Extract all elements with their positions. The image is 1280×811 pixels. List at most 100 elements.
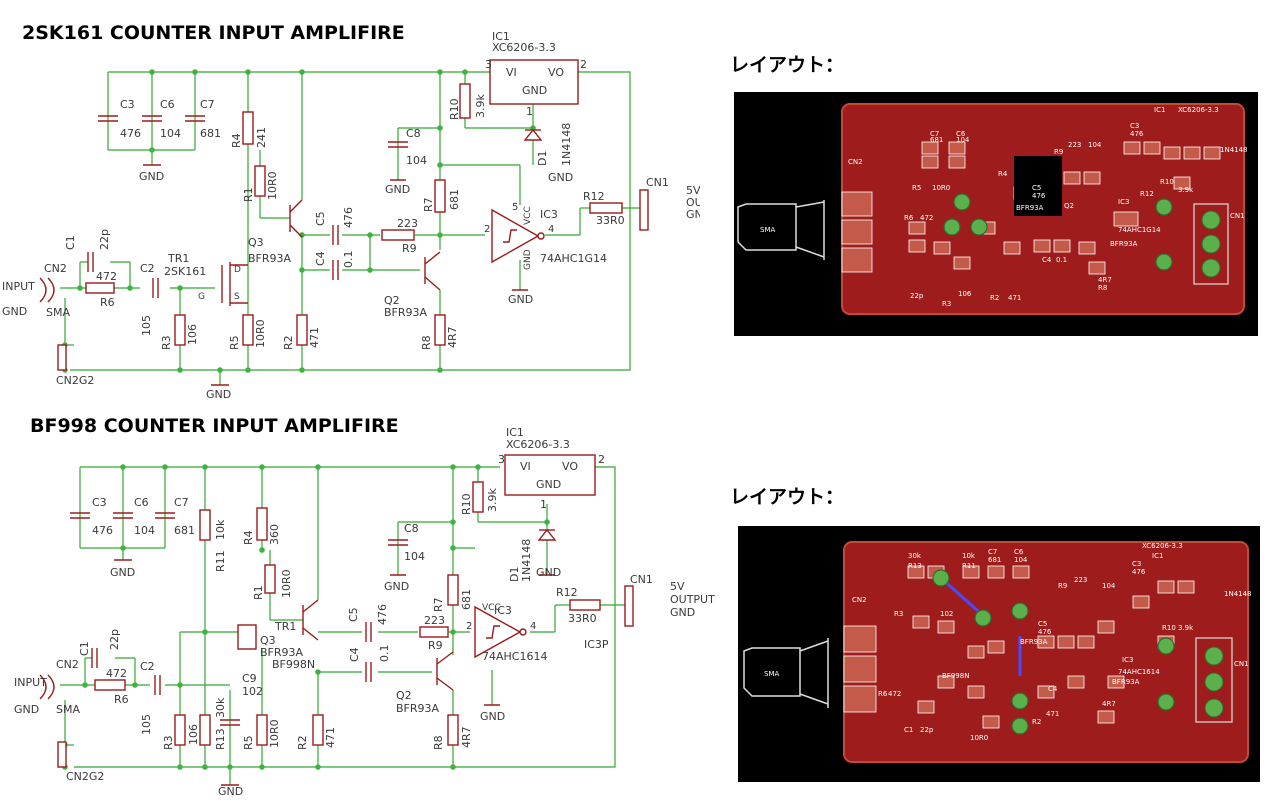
top-label-gnd5: GND [206,388,231,400]
top-label-r8: R8 [420,335,433,350]
top-pcb-label-d1v: 1N4148 [1220,146,1248,154]
bottom-label-ic1-gnd: GND [536,478,561,491]
bottom-label-c3: C3 [92,496,107,509]
bottom-pcb-cn1 [1195,637,1233,723]
bottom-junctions [62,464,550,770]
top-pcb-label-q2: Q2 [1064,202,1074,210]
bottom-pcb-vias [932,569,1175,735]
top-pcb-label-ic3-part: 74AHC1G14 [1118,226,1161,234]
top-label-r7: R7 [422,197,435,212]
bottom-label-r8v: 4R7 [460,726,473,748]
bottom-label-c9v: 102 [242,685,263,698]
bottom-label-ic1-part: XC6206-3.3 [506,438,570,451]
bottom-pcb-label-c5: C5 [1038,620,1047,628]
top-label-r9v: 223 [397,217,418,230]
top-layout-label: レイアウト： [730,54,845,76]
bottom-pcb-layout: XC6206-3.3 IC1 30k R13 10k R11 C7 681 C6… [738,526,1260,782]
top-pcb-label-r2: R2 [990,294,999,302]
bottom-pcb-label-ic3-part: 74AHC1614 [1118,668,1160,676]
bottom-gnd-symbols [114,559,555,786]
bottom-label-output: OUTPUT [670,593,715,606]
top-pcb-label-ic3: IC3 [1118,198,1129,206]
bottom-pcb-label-c5v: 476 [1038,628,1052,636]
bottom-label-q2v: BFR93A [396,702,440,715]
bottom-label-r13v: 30k [214,697,227,718]
top-pcb-vias [943,193,1173,271]
top-label-r5v: 10R0 [254,319,267,348]
bottom-layout-label: レイアウト： [730,486,845,508]
top-pcb-label-c3v: 476 [1130,130,1144,138]
top-label-r3: R3 [160,335,173,350]
top-label-r12: R12 [583,190,605,203]
bottom-pcb-label-c1v: 22p [920,726,934,734]
bottom-label-input: INPUT [14,676,47,689]
bottom-label-ic1: IC1 [506,426,524,439]
bottom-label-q3: Q3 [260,634,276,647]
top-label-c6v: 104 [160,127,181,140]
bottom-pcb-label-r8v: 4R7 [1102,700,1116,708]
top-pcb-label-c7v: 681 [930,136,943,144]
bottom-pcb-label-q3v: BFR93A [1112,678,1140,686]
bottom-pcb-label-r5v: 10R0 [970,734,988,742]
bottom-label-tr1v: BF998N [272,658,315,671]
top-label-d: D [234,265,241,275]
top-label-d1: D1 [536,151,549,166]
top-label-r12v: 33R0 [596,214,625,227]
top-schematic: IC1 XC6206-3.3 VI VO GND 3 2 1 C3 476 C6… [2,30,700,400]
top-label-d1v: 1N4148 [560,123,573,166]
bottom-pcb-label-r3: R3 [894,610,903,618]
top-label-sma: SMA [46,306,70,319]
top-pcb-label-r5v: 10R0 [932,184,950,192]
top-label-pin1: 1 [526,105,533,118]
bottom-pcb-pads [843,565,1195,729]
bottom-pcb-label-r10: R10 [1162,624,1176,632]
bottom-label-r11v: 10k [214,519,227,540]
bottom-pcb-label-c4: C4 [1048,685,1058,693]
bottom-label-c6v: 104 [134,524,155,537]
top-pcb-label-r3: R3 [942,300,951,308]
top-pcb-label-ic1: IC1 [1154,106,1165,114]
top-label-p2: 2 [484,224,490,235]
bottom-label-c2: C2 [140,660,155,673]
top-label-q3: Q3 [248,236,264,249]
top-label-g: G [198,292,205,302]
bottom-label-gnd1: GND [110,566,135,579]
top-pcb-label-c6: C6 [956,130,966,138]
bottom-label-r7v: 681 [460,589,473,610]
bottom-label-r13: R13 [214,728,227,750]
bottom-label-d1v: 1N4148 [520,539,533,582]
top-label-ic3-part: 74AHC1G14 [540,252,607,265]
bottom-label-pin1: 1 [540,498,547,511]
top-pcb-label-r4: R4 [998,170,1008,178]
bottom-pcb-label-ic1-part: XC6206-3.3 [1142,542,1183,550]
top-label-q3v: BFR93A [248,252,292,265]
top-label-ic3: IC3 [540,208,558,221]
bottom-pcb-label-c7v: 681 [988,556,1001,564]
top-label-r2: R2 [282,335,295,350]
top-label-c7: C7 [200,98,215,111]
top-pcb-label-r6: R6 [904,214,914,222]
bottom-label-p4: 4 [530,621,536,632]
bottom-pcb-label-r9v: 223 [1074,576,1087,584]
bottom-label-r3: R3 [162,735,175,750]
bottom-label-gnd-out: GND [670,606,695,619]
bottom-label-c1: C1 [78,641,91,656]
top-label-r1v: 10R0 [266,171,279,200]
top-label-c6: C6 [160,98,175,111]
top-label-c5: C5 [314,211,327,226]
bottom-label-c8v: 104 [404,550,425,563]
bottom-label-c2v: 105 [140,714,153,735]
bottom-pcb-label-ic1: IC1 [1152,552,1163,560]
top-pcb-label-r8: R8 [1098,284,1107,292]
top-schematic-wires [60,71,640,385]
bottom-label-r7: R7 [432,597,445,612]
top-label-s: S [234,292,240,302]
top-label-c4v: 0.1 [342,251,355,269]
bottom-label-gnd5: GND [218,785,243,798]
top-label-c1v: 22p [98,229,111,250]
top-label-cn1: CN1 [646,176,669,189]
top-label-pin3: 3 [485,58,492,71]
bottom-label-cn1: CN1 [630,573,653,586]
top-pcb-label-r6v: 472 [920,214,933,222]
bottom-pcb-label-cn2: CN2 [852,596,867,604]
